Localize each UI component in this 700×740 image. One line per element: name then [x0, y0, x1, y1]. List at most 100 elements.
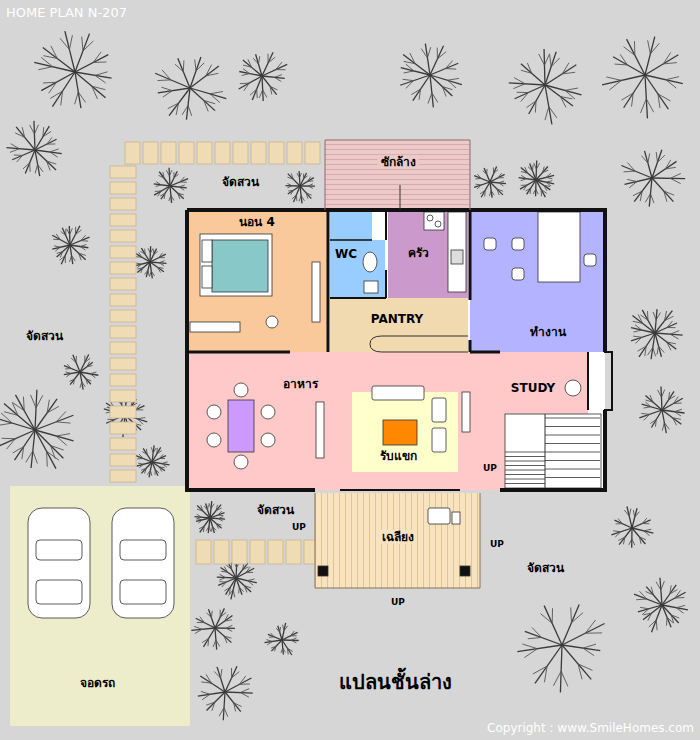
tree-twig — [287, 648, 289, 654]
tree-branch — [627, 39, 645, 75]
shelf — [312, 262, 320, 322]
tree-twig — [494, 170, 498, 174]
tree-twig — [176, 103, 178, 115]
tree-twig — [163, 91, 172, 97]
tree-branch — [545, 85, 581, 95]
tree-twig — [258, 56, 259, 64]
tree-twig — [288, 183, 293, 185]
tree-twig — [643, 613, 651, 615]
tree-twig — [642, 523, 649, 524]
tree-twig — [541, 614, 553, 624]
chair-symbol — [484, 238, 496, 250]
room-label: STUDY — [511, 381, 555, 395]
tree-twig — [226, 628, 232, 631]
tree-twig — [550, 55, 552, 67]
tree-twig — [84, 356, 85, 363]
tree-branch — [562, 624, 605, 645]
tree-branch — [484, 168, 490, 182]
tree-twig — [169, 170, 171, 176]
tree-twig — [498, 173, 501, 178]
tree-twig — [521, 93, 528, 102]
tree-twig — [522, 644, 537, 649]
tree-twig — [499, 181, 504, 183]
car-roof — [36, 580, 82, 604]
tree-twig — [216, 524, 218, 529]
tree-twig — [650, 43, 659, 54]
armchair-symbol — [432, 428, 446, 452]
tree-branch — [543, 49, 545, 85]
tree-twig — [136, 404, 141, 410]
room-label: อาหาร — [283, 377, 318, 391]
tree-twig — [299, 196, 301, 202]
stepping-stone — [286, 540, 301, 564]
tree-twig — [633, 330, 641, 332]
tree-twig — [291, 638, 296, 640]
dining-chair — [261, 405, 275, 419]
tree-branch — [660, 387, 662, 410]
tree-twig — [240, 676, 246, 684]
tree-branch — [282, 639, 299, 641]
wall — [604, 352, 612, 410]
tree-twig — [220, 574, 226, 577]
tree-twig — [635, 325, 642, 330]
tree-twig — [532, 165, 534, 171]
tree-branch — [35, 150, 40, 176]
stepping-stone — [287, 142, 302, 164]
tree-branch — [170, 186, 172, 203]
tree-branch — [560, 645, 562, 692]
stepping-stone — [110, 454, 136, 466]
tree-twig — [175, 64, 183, 72]
tree-twig — [291, 640, 296, 643]
tree-twig — [491, 191, 494, 196]
tree-branch — [210, 513, 224, 518]
tree-twig — [653, 312, 656, 320]
tree-twig — [86, 379, 88, 385]
bed-cover — [212, 240, 268, 292]
room-label: จอดรถ — [80, 676, 115, 690]
stair-step — [545, 418, 600, 419]
tree-branch — [143, 448, 152, 462]
tree-twig — [71, 358, 76, 362]
tree-twig — [209, 503, 211, 509]
tree-twig — [448, 78, 459, 80]
tree-twig — [216, 640, 220, 647]
tree-twig — [137, 419, 143, 425]
tree-twig — [247, 581, 253, 586]
tree-branch — [300, 186, 302, 203]
tree-branch — [642, 310, 655, 333]
tree-branch — [652, 150, 662, 178]
tree-twig — [180, 181, 187, 182]
tree-branch — [52, 72, 75, 107]
tree-twig — [221, 669, 222, 678]
tree-twig — [632, 93, 634, 107]
tree-twig — [618, 537, 625, 540]
burner — [427, 215, 433, 221]
tree-twig — [673, 403, 681, 405]
tree-twig — [154, 251, 158, 254]
tree-twig — [61, 91, 63, 105]
tree-twig — [658, 94, 660, 108]
tree-twig — [49, 82, 57, 93]
tree-branch — [662, 605, 671, 627]
tree-twig — [150, 248, 153, 253]
tree-symbol — [198, 666, 253, 720]
tree-twig — [31, 395, 37, 408]
tree-branch — [490, 182, 506, 184]
tree-twig — [271, 633, 275, 637]
tree-twig — [274, 75, 282, 78]
tree-branch — [135, 262, 150, 266]
tree-twig — [4, 412, 18, 416]
stepping-stone — [110, 182, 136, 194]
tree-branch — [536, 180, 545, 197]
stair-step — [545, 477, 600, 478]
tree-twig — [220, 612, 226, 617]
tree-twig — [17, 155, 23, 162]
tree-twig — [268, 57, 275, 63]
tree-twig — [674, 412, 681, 416]
stepping-stone — [110, 438, 136, 450]
tree-twig — [244, 83, 249, 91]
room-label: PANTRY — [371, 312, 423, 326]
stair-label: UP — [490, 539, 504, 550]
tree-twig — [1, 413, 12, 423]
tree-twig — [209, 526, 211, 531]
